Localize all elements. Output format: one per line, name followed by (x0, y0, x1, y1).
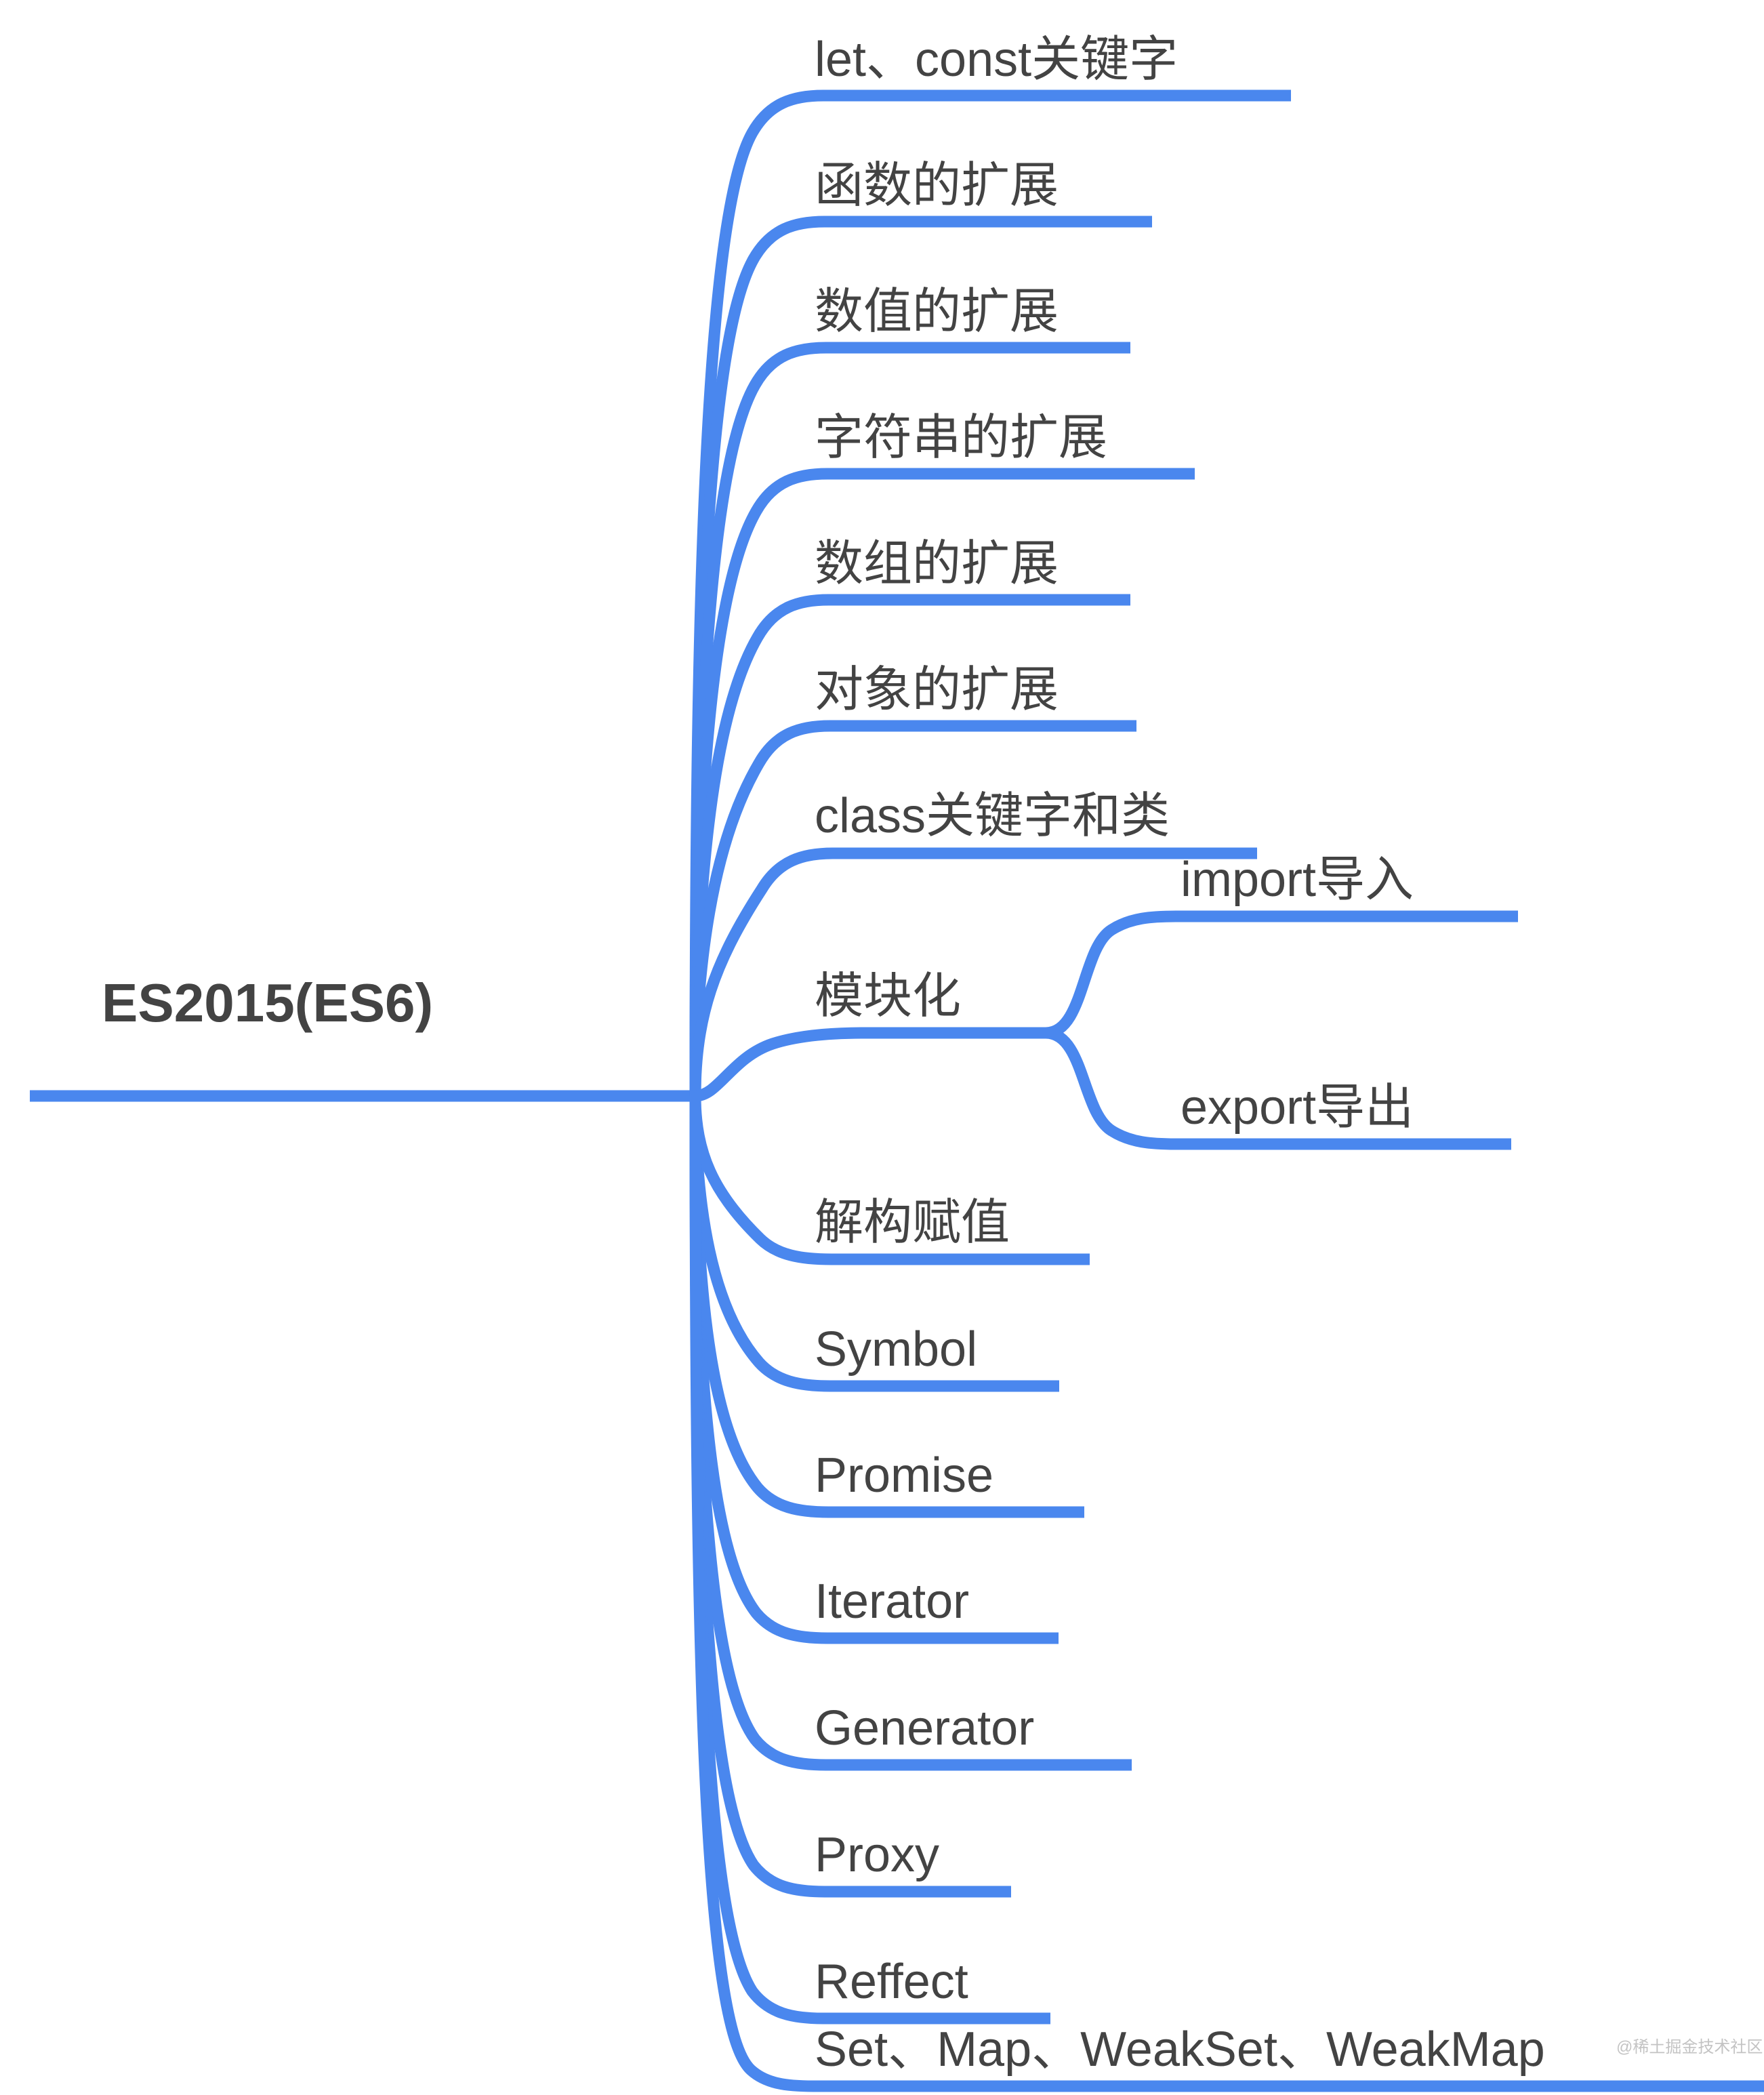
node-label-string-ext[interactable]: 字符串的扩展 (815, 411, 1108, 465)
node-label-iterator[interactable]: Iterator (815, 1574, 970, 1629)
node-label-collections[interactable]: Set、Map、WeakSet、WeakMap (815, 2022, 1545, 2077)
connector-modules-export (1045, 1027, 1511, 1150)
node-label-object-ext[interactable]: 对象的扩展 (815, 663, 1059, 717)
node-label-export[interactable]: export导出 (1181, 1080, 1414, 1135)
node-label-reflect[interactable]: Reffect (815, 1955, 968, 2009)
root-node-label[interactable]: ES2015(ES6) (102, 973, 434, 1033)
node-label-generator[interactable]: Generator (815, 1701, 1035, 1755)
connector-modules-import (1044, 910, 1518, 1039)
connector-class (689, 847, 1257, 1097)
node-label-import[interactable]: import导入 (1181, 853, 1414, 907)
node-label-function-ext[interactable]: 函数的扩展 (815, 159, 1059, 213)
connector-modules (695, 1027, 1046, 1102)
connector-object-ext (689, 720, 1136, 1097)
node-label-destructuring[interactable]: 解构赋值 (815, 1196, 1010, 1250)
node-label-class[interactable]: class关键字和类 (815, 789, 1170, 843)
node-label-number-ext[interactable]: 数值的扩展 (815, 285, 1059, 339)
connector-collections (689, 1095, 1764, 2092)
node-label-promise[interactable]: Promise (815, 1448, 994, 1503)
watermark-label: @稀土掘金技术社区 (1616, 2038, 1763, 2056)
node-label-proxy[interactable]: Proxy (815, 1828, 940, 1882)
node-label-modules[interactable]: 模块化 (815, 969, 962, 1023)
node-label-array-ext[interactable]: 数组的扩展 (815, 537, 1059, 591)
node-label-let-const[interactable]: let、const关键字 (815, 33, 1178, 87)
node-label-symbol[interactable]: Symbol (815, 1322, 978, 1377)
